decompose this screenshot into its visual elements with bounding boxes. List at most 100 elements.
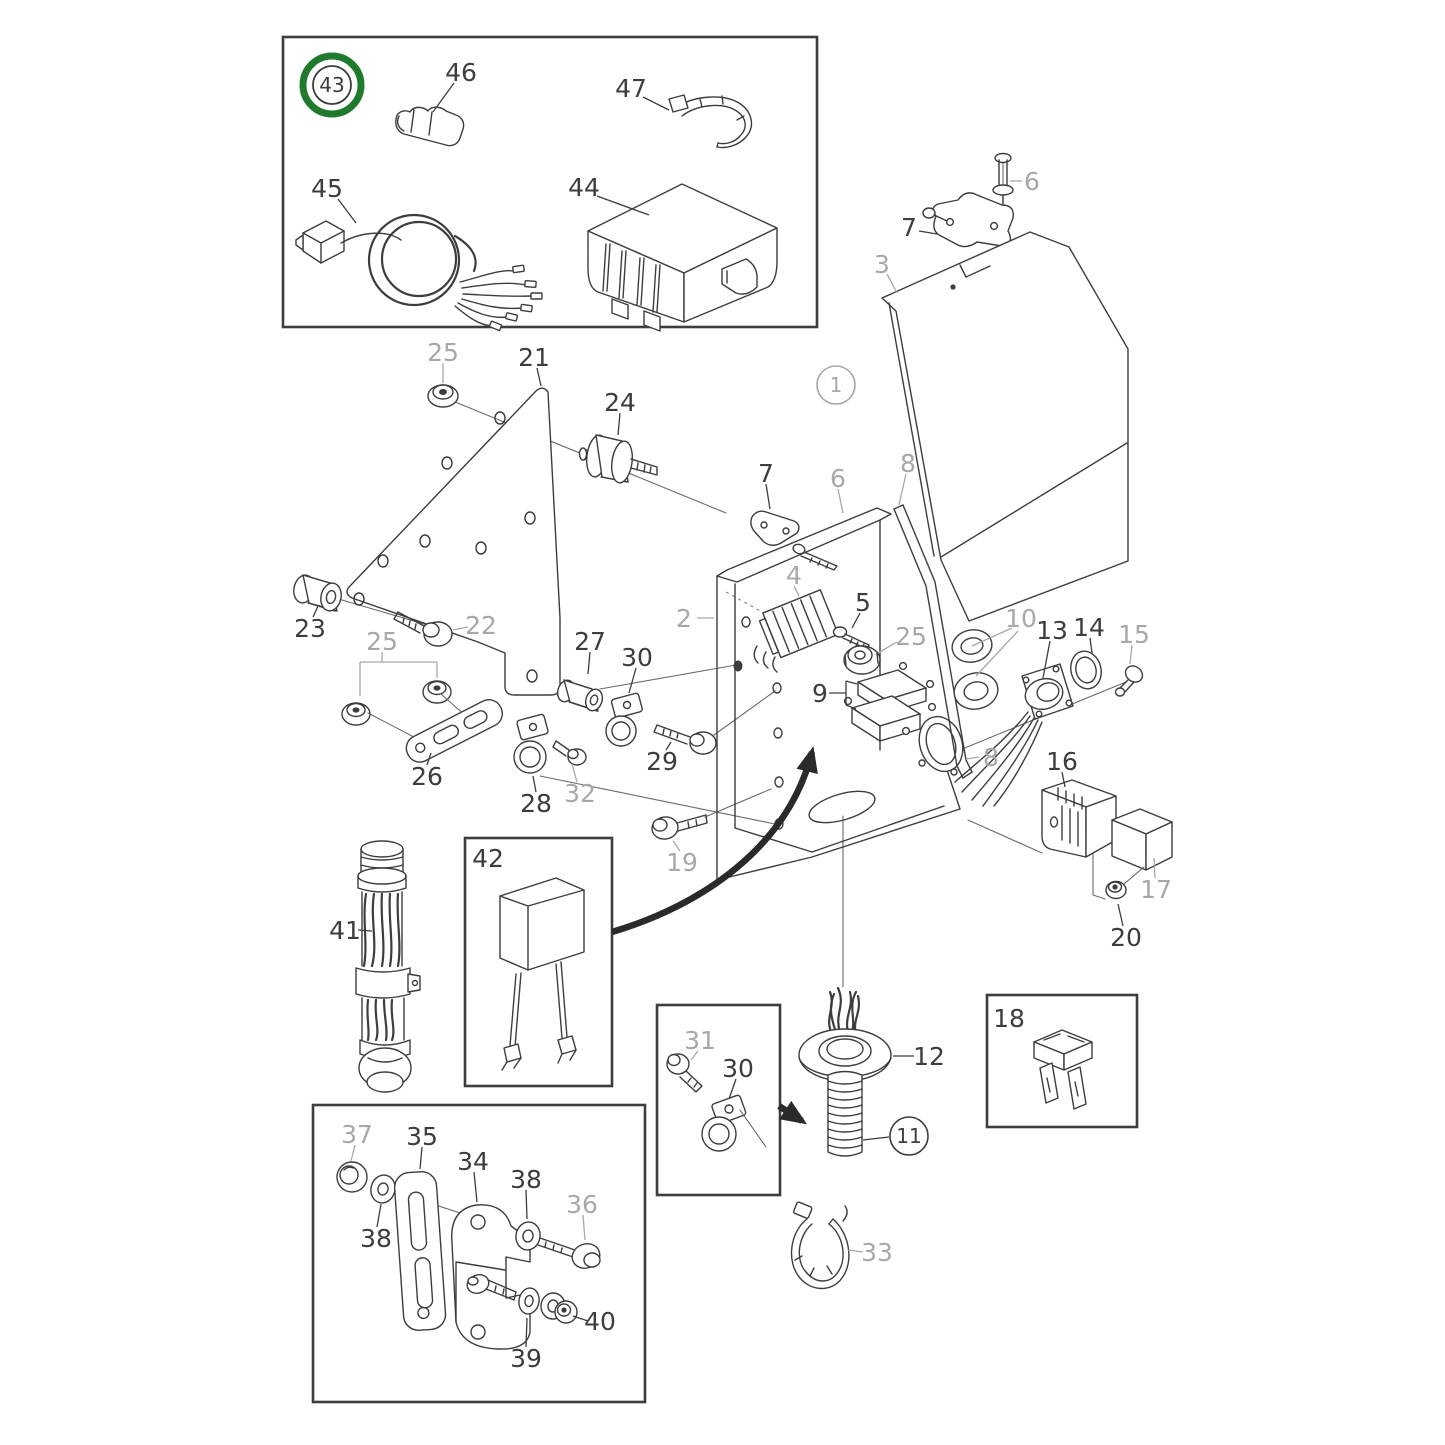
leader-line-45: [337, 198, 357, 224]
leader-line-30c: [728, 1078, 737, 1100]
leader-line-23: [312, 605, 319, 618]
part-label-18: 18: [993, 1004, 1025, 1033]
part-30-clamp-kit: [701, 1094, 767, 1152]
part-label-34: 34: [457, 1147, 489, 1176]
leader-line-27: [587, 651, 591, 675]
part-45-wire-ends: [454, 264, 543, 332]
part-label-3: 3: [874, 250, 890, 279]
leader-line-39: [525, 1317, 528, 1348]
part-label-39: 39: [510, 1344, 542, 1373]
part-label-43: 43: [319, 73, 344, 97]
part-label-42: 42: [472, 844, 504, 873]
kit-box-31: [655, 1003, 808, 1197]
leader-line-37: [350, 1144, 356, 1162]
leader-line-21: [536, 367, 542, 387]
part-label-4: 4: [786, 561, 802, 590]
part-37-cap-nut: [336, 1161, 368, 1193]
part-24-rubber-mount: [578, 434, 658, 484]
leader-line-30a: [628, 667, 637, 694]
leader-line-22: [452, 626, 469, 631]
leader-line-11: [862, 1136, 890, 1141]
leader-line-19: [672, 840, 681, 852]
leader-line-47: [642, 96, 670, 111]
leader-line-31: [690, 1050, 699, 1061]
part-10-sockets: [951, 629, 999, 710]
leader-line-20: [1117, 903, 1124, 927]
part-8-trim-strip: [893, 504, 973, 779]
part-46-sleeve: [395, 106, 465, 147]
part-25-nut: [843, 645, 881, 675]
part-40-nut: [540, 1292, 578, 1324]
callout-circle-43: [312, 65, 352, 105]
leader-line-5: [851, 612, 861, 629]
part-4-wires: [753, 645, 778, 673]
part-13-connector: [954, 663, 1074, 807]
kit-42-frame: [463, 836, 614, 1088]
part-label-36: 36: [566, 1190, 598, 1219]
part-label-16: 16: [1046, 747, 1078, 776]
part-label-30c: 30: [722, 1054, 754, 1083]
part-44-control-unit: [587, 183, 778, 332]
part-45-cable: [295, 213, 543, 332]
part-47-clip: [668, 94, 753, 149]
part-14-o-ring: [1070, 650, 1102, 690]
leader-line-24: [617, 412, 621, 436]
part-label-23: 23: [294, 614, 326, 643]
part-label-9: 9: [812, 679, 828, 708]
leader-line-38b: [525, 1189, 528, 1220]
part-29-bolt: [653, 724, 717, 755]
kit-box-42: [463, 746, 818, 1088]
highlight-ring-43: [299, 52, 365, 118]
part-39-washer: [518, 1287, 540, 1315]
leader-line-7a: [918, 230, 938, 235]
kit-43-frame: [281, 35, 819, 329]
part-label-40: 40: [584, 1307, 616, 1336]
part-label-17: 17: [1140, 875, 1172, 904]
part-label-24: 24: [604, 388, 636, 417]
part-23-spacer: [293, 574, 342, 612]
part-label-47: 47: [615, 74, 647, 103]
kit-box-34: [311, 1103, 647, 1404]
part-32-bolt: [552, 740, 587, 766]
part-label-31: 31: [684, 1026, 716, 1055]
part-label-32: 32: [564, 779, 596, 808]
leader-line-46: [432, 82, 455, 113]
leader-line-32: [571, 763, 578, 783]
leader-line-14: [1089, 637, 1093, 654]
leader-line-34: [473, 1171, 478, 1203]
part-label-27: 27: [574, 627, 606, 656]
leader-line-8a: [898, 473, 907, 506]
leader-line-7b: [765, 483, 771, 510]
part-12-grommet: [798, 986, 892, 1157]
part-25-flange-nut-top: [427, 384, 459, 408]
leader-line-29: [665, 741, 672, 751]
part-label-2: 2: [676, 604, 692, 633]
leader-line-36: [582, 1214, 586, 1241]
part-label-45: 45: [311, 174, 343, 203]
part-30-clamp: [605, 692, 643, 747]
part-20-nut: [1105, 866, 1145, 900]
part-label-28: 28: [520, 789, 552, 818]
leader-line-3: [886, 273, 898, 294]
part-2-box-body: [716, 507, 961, 881]
leader-line-6b: [837, 488, 844, 514]
leader-line-17: [1153, 857, 1156, 879]
cover-assembly: [881, 152, 1129, 622]
part-38-washer-left: [370, 1174, 396, 1204]
part-label-37: 37: [341, 1120, 373, 1149]
part-label-25b: 25: [366, 627, 398, 656]
part-3-cover: [881, 231, 1129, 622]
leader-line-9: [845, 680, 858, 685]
leader-line-4: [793, 585, 800, 597]
part-41-harness: [355, 840, 421, 1093]
kit-box-18: [985, 993, 1139, 1129]
part-21-bracket: [346, 387, 561, 696]
arrow-to-box: [611, 746, 818, 936]
part-label-22: 22: [465, 611, 497, 640]
part-4-screw: [792, 543, 838, 571]
part-42-resistor: [499, 877, 585, 1071]
part-label-8b: 8: [983, 743, 999, 772]
part-33-clip: [790, 1201, 850, 1290]
part-label-12: 12: [913, 1042, 945, 1071]
part-28-clamp: [513, 713, 549, 774]
